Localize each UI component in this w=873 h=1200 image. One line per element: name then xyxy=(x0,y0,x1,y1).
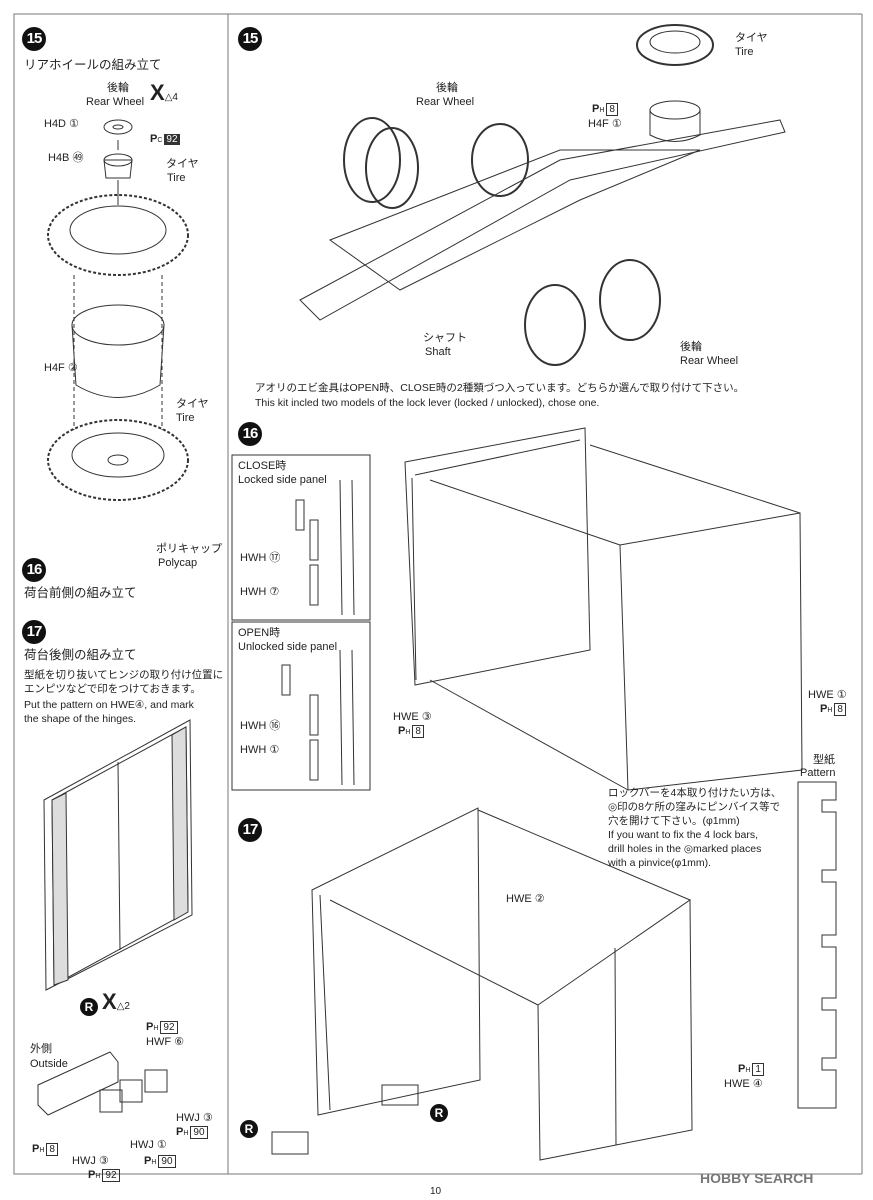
step-16-badge: 16 xyxy=(22,558,46,582)
open-en-label: Unlocked side panel xyxy=(238,641,338,653)
close-en-label: Locked side panel xyxy=(238,474,327,486)
close-jp-label: CLOSE時 xyxy=(238,460,287,472)
step-15-badge: 15 xyxy=(22,27,46,51)
step-17-note-en-1: If you want to fix the 4 lock bars, xyxy=(608,829,758,841)
chassis-wheel-drawing xyxy=(299,24,786,366)
watermark: HOBBY SEARCH xyxy=(700,1170,814,1186)
tail-light-drawing xyxy=(37,1051,168,1116)
rear-wheel2-jp: 後輪 xyxy=(680,341,702,353)
part-label-hwh7: HWH ⑦ xyxy=(240,586,280,598)
part-label-hwf6: HWF ⑥ xyxy=(146,1036,184,1048)
step-17-note-jp-2: ◎印の8ケ所の窪みにピンバイス等で xyxy=(608,801,781,813)
step-17-note-en-3: with a pinvice(φ1mm). xyxy=(608,857,712,869)
rear-bed-box-drawing xyxy=(271,807,693,1161)
part-label-hwe2: HWE ② xyxy=(506,893,545,905)
lock-lever-note-en: This kit incled two models of the lock l… xyxy=(255,397,600,409)
r-mark-icon: R xyxy=(430,1104,448,1122)
step-17-note-en-2: the shape of the hinges. xyxy=(24,713,137,725)
step-17-note-jp-3: 穴を開けて下さい。(φ1mm) xyxy=(608,815,740,827)
tire2-jp-label: タイヤ xyxy=(176,398,209,410)
quantity-triangle: △4 xyxy=(164,92,178,103)
tire-jp-label-right: タイヤ xyxy=(735,32,768,44)
page-number: 10 xyxy=(430,1186,442,1197)
step-17-note-jp-2: エンピツなどで印をつけておきます。 xyxy=(24,683,201,695)
tire-en-label-right: Tire xyxy=(735,46,754,58)
open-jp-label: OPEN時 xyxy=(238,627,281,639)
tire-en-label: Tire xyxy=(167,172,186,184)
step-17-right-badge: 17 xyxy=(238,818,262,842)
pattern-jp-label: 型紙 xyxy=(813,754,835,766)
quantity-mark: X△4 xyxy=(150,82,178,104)
rear-wheel-jp-label: 後輪 xyxy=(107,82,129,94)
r-mark-icon: R xyxy=(240,1120,258,1138)
part-label-hwh16: HWH ⑯ xyxy=(240,720,281,732)
rear-wheel-exploded-drawing xyxy=(47,119,189,501)
rear-wheel-en-right: Rear Wheel xyxy=(416,96,475,108)
part-label-hwj3-a: HWJ ③ xyxy=(176,1112,213,1124)
step-17-title: 荷台後側の組み立て xyxy=(24,647,137,662)
part-label-h4b: H4B ㊾ xyxy=(48,152,84,164)
step-17-badge: 17 xyxy=(22,620,46,644)
rear-wheel2-en: Rear Wheel xyxy=(680,355,739,367)
part-label-hwj3-b: HWJ ③ xyxy=(72,1155,109,1167)
step-17-note-jp-1: 型紙を切り抜いてヒンジの取り付け位置に xyxy=(24,669,224,681)
shaft-jp-label: シャフト xyxy=(423,332,467,344)
hinge-pattern xyxy=(797,781,837,1109)
front-bed-box-drawing xyxy=(404,427,803,791)
pattern-en-label: Pattern xyxy=(800,767,836,779)
part-label-h4f1: H4F ① xyxy=(588,118,622,130)
step-17-note-en-2: drill holes in the ◎marked places xyxy=(608,843,762,855)
rear-wheel-en-label: Rear Wheel xyxy=(86,96,145,108)
part-label-hwh1: HWH ① xyxy=(240,744,280,756)
step-16-title: 荷台前側の組み立て xyxy=(24,585,137,600)
polycap-en-label: Polycap xyxy=(158,557,198,569)
outside-en-label: Outside xyxy=(30,1058,68,1070)
part-label-hwe4: HWE ④ xyxy=(724,1078,763,1090)
part-label-hwh17: HWH ⑰ xyxy=(240,552,281,564)
part-label-hwj1: HWJ ① xyxy=(130,1139,167,1151)
step-15-right-badge: 15 xyxy=(238,27,262,51)
part-label-h4f: H4F ② xyxy=(44,362,78,374)
rear-wheel-jp-right: 後輪 xyxy=(436,82,458,94)
lock-lever-drawing xyxy=(281,479,355,786)
step-17-note-jp-1: ロックバーを4本取り付けたい方は、 xyxy=(608,787,782,799)
light-quantity: X△2 xyxy=(102,989,130,1014)
part-label-hwe1: HWE ① xyxy=(808,689,847,701)
step-16-right-badge: 16 xyxy=(238,422,262,446)
step-15-title: リアホイールの組み立て xyxy=(24,57,162,72)
r-mark-icon: R xyxy=(80,998,98,1016)
tire2-en-label: Tire xyxy=(176,412,195,424)
times-icon: X xyxy=(150,80,165,105)
polycap-jp-label: ポリキャップ xyxy=(156,543,222,555)
tire-jp-label: タイヤ xyxy=(166,158,199,170)
part-label-h4d: H4D ① xyxy=(44,118,79,130)
outside-jp-label: 外側 xyxy=(30,1043,52,1055)
part-label-hwe3: HWE ③ xyxy=(393,711,432,723)
step-17-note-en-1: Put the pattern on HWE④, and mark xyxy=(24,699,194,711)
lock-lever-note-jp: アオリのエビ金具はOPEN時、CLOSE時の2種類づつ入っています。どちらか選ん… xyxy=(255,382,745,394)
shaft-en-label: Shaft xyxy=(425,346,451,358)
rear-gate-panel-drawing xyxy=(43,719,193,991)
